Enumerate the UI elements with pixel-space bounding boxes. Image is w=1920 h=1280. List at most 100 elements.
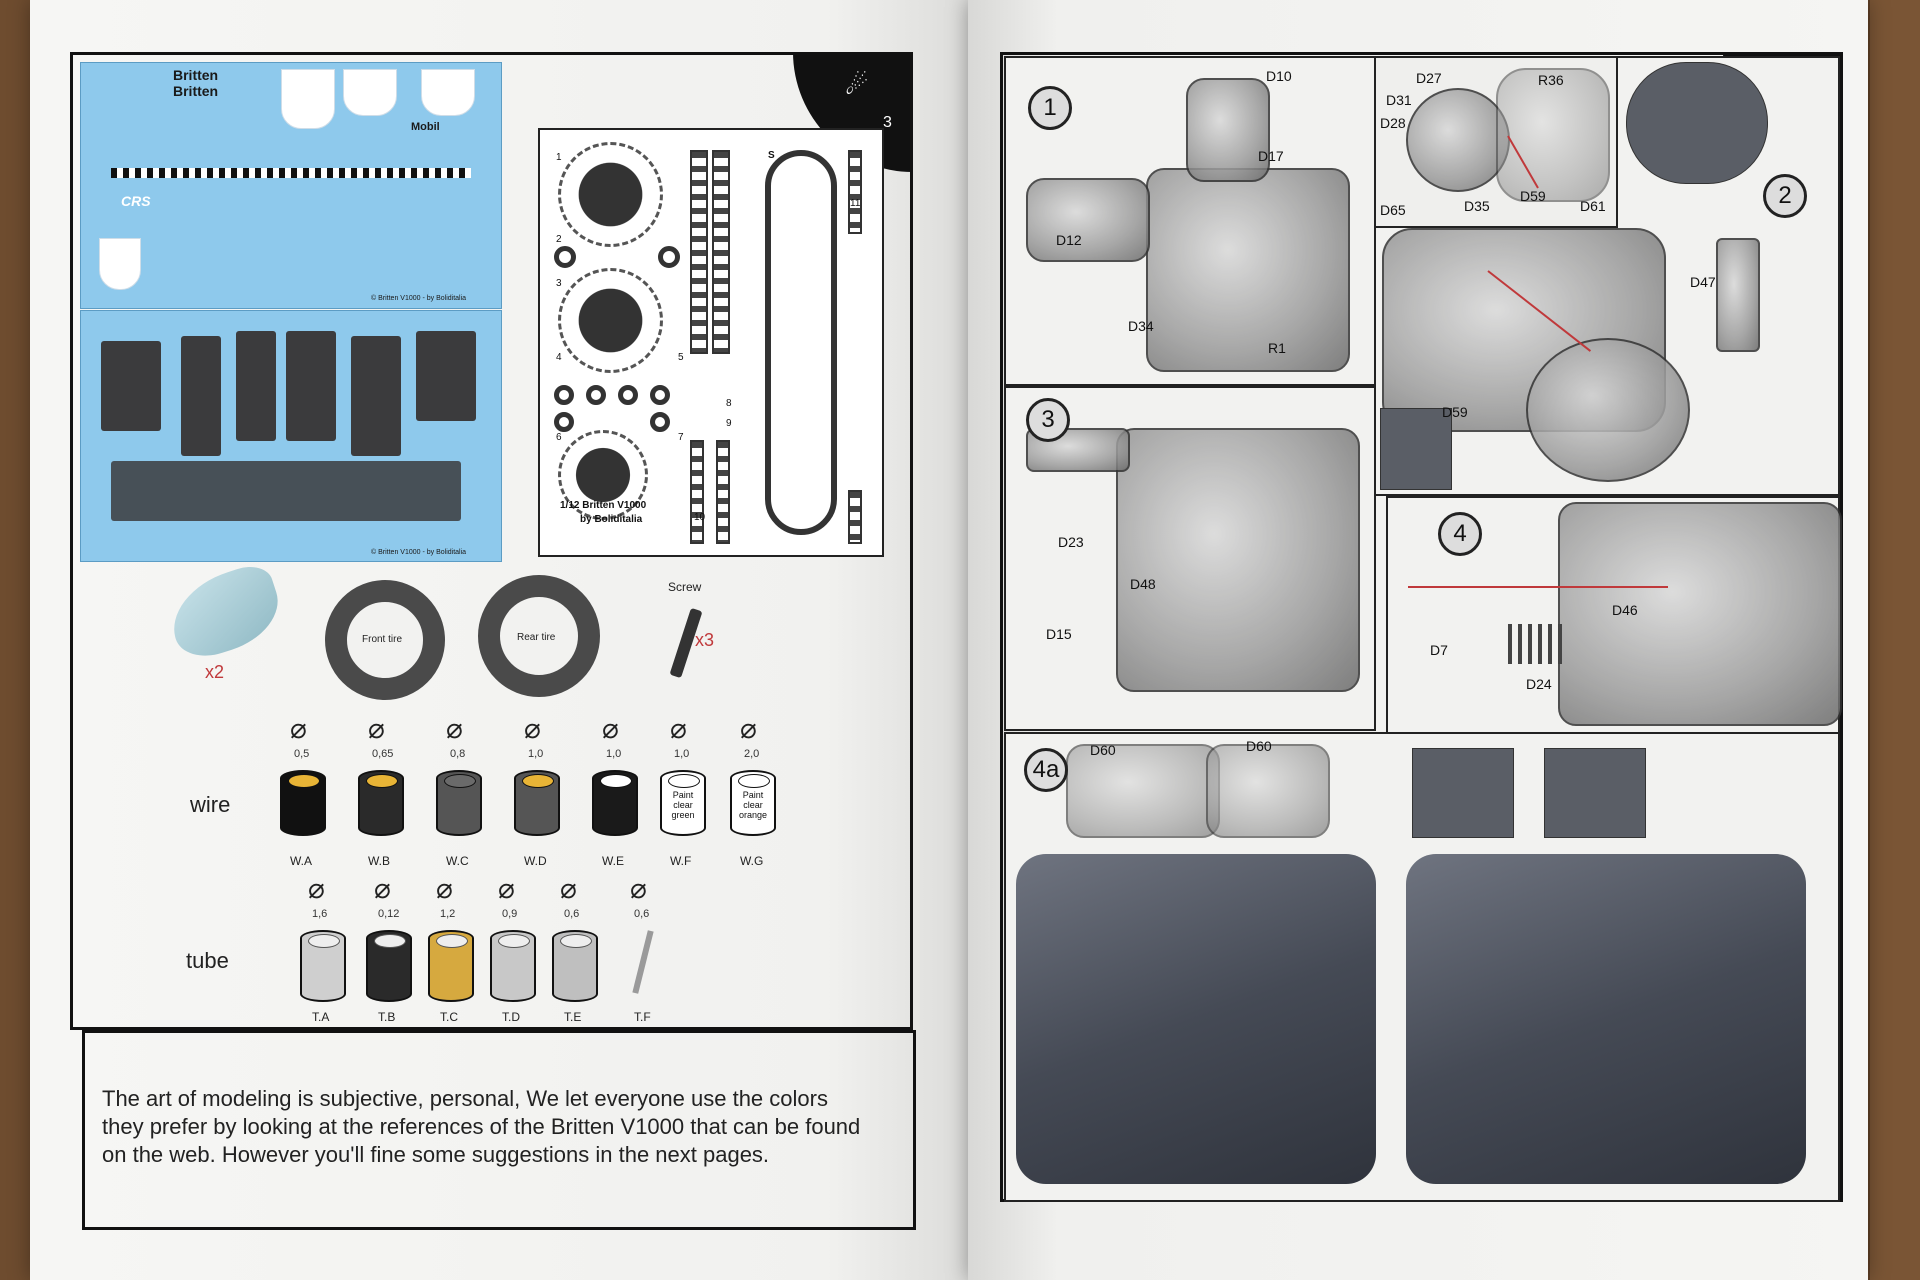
tube-end [498, 934, 530, 948]
left-page-frame [70, 52, 913, 1030]
wire-size: 0,65 [372, 748, 394, 760]
decal-windscreen [99, 238, 141, 290]
wire-size: 0,8 [450, 748, 466, 760]
assembly-guide-line [1408, 586, 1668, 588]
ring-part [618, 385, 638, 405]
wire-code: W.G [740, 854, 764, 868]
pe-caption-line1: 1/12 Britten V1000 [560, 500, 647, 511]
tube-size: 1,2 [440, 908, 456, 920]
tube-code: T.A [312, 1010, 330, 1024]
decal-footer: © Britten V1000 - by Boliditalia [371, 549, 467, 556]
chain-strip [848, 490, 862, 544]
diameter-icon: ⌀ [524, 713, 541, 744]
cover-sketch [1496, 68, 1610, 202]
decal-windscreen [421, 69, 475, 116]
carbon-decal [351, 336, 401, 456]
tube-sample [490, 930, 536, 1002]
tube-size: 0,6 [564, 908, 580, 920]
tube-size: 0,9 [502, 908, 518, 920]
note-line: The art of modeling is subjective, perso… [102, 1086, 828, 1111]
ring-part [650, 412, 670, 432]
brake-disc-part [558, 268, 663, 373]
part-label: D59 [1442, 404, 1468, 420]
step-number: 1 [1028, 86, 1072, 130]
chain-strip [712, 150, 730, 354]
pe-part-number: 2 [556, 234, 562, 245]
pe-part-number: 11 [850, 198, 861, 209]
carbon-decal [181, 336, 221, 456]
ring-part [658, 246, 680, 268]
diameter-icon: ⌀ [740, 713, 757, 744]
step-number: 3 [1026, 398, 1070, 442]
swingarm-plate [765, 150, 837, 535]
part-label: D31 [1386, 92, 1412, 108]
tube-sample [300, 930, 346, 1002]
tube-size: 1,6 [312, 908, 328, 920]
diameter-icon: ⌀ [290, 713, 307, 744]
pe-part-number: 9 [726, 418, 732, 429]
tube-size: 0,6 [634, 908, 650, 920]
decal-sheet-top: Britten Britten Mobil CRS © Britten V100… [80, 62, 502, 309]
tube-code: T.C [440, 1010, 458, 1024]
pe-part-number: 4 [556, 352, 562, 363]
diameter-icon: ⌀ [498, 873, 515, 904]
wire-end [600, 774, 632, 788]
chain-strip [716, 440, 730, 544]
tube-end [436, 934, 468, 948]
carbon-decal [101, 341, 161, 431]
detail-photo [1380, 408, 1452, 490]
pe-part-number: 8 [726, 398, 732, 409]
diameter-icon: ⌀ [308, 873, 325, 904]
page-number: 3 [883, 114, 892, 131]
diameter-icon: ⌀ [368, 713, 385, 744]
part-label: D65 [1380, 202, 1406, 218]
wire-code: W.B [368, 854, 391, 868]
wire-code: W.D [524, 854, 547, 868]
decal-windscreen [281, 69, 335, 129]
tube-sample [428, 930, 474, 1002]
tube-sample [366, 930, 412, 1002]
engine-render [1016, 854, 1376, 1184]
tube-end [560, 934, 592, 948]
windscreen-quantity: x2 [205, 662, 225, 682]
carbon-decal [416, 331, 476, 421]
decal-sheet-carbon: © Britten V1000 - by Boliditalia [80, 310, 502, 562]
diameter-icon: ⌀ [630, 873, 647, 904]
part-label: D35 [1464, 198, 1490, 214]
wire-code: W.F [670, 854, 692, 868]
wire-code: W.A [290, 854, 313, 868]
engine-sketch [1026, 178, 1150, 262]
part-label: D34 [1128, 318, 1154, 334]
part-label: D10 [1266, 68, 1292, 84]
ring-part [554, 246, 576, 268]
step-1-panel [1004, 56, 1376, 386]
engine-sketch [1558, 502, 1842, 726]
part-label: D47 [1690, 274, 1716, 290]
pe-part-number: S [768, 150, 775, 161]
engine-sketch [1116, 428, 1360, 692]
brake-disc-part [558, 430, 648, 520]
wire-sample [280, 770, 326, 836]
detail-photo [1544, 748, 1646, 838]
decal-windscreen [343, 69, 397, 116]
wire-paint-note: Paint clear green [671, 790, 695, 820]
screw-quantity: x3 [695, 630, 715, 650]
step-number: 4a [1024, 748, 1068, 792]
wire-end [288, 774, 320, 788]
wire-sample: Paint clear green [660, 770, 706, 836]
wire-code: W.E [602, 854, 625, 868]
pe-part-number: 7 [678, 432, 684, 443]
ring-part [554, 385, 574, 405]
rear-tire-label: Rear tire [517, 632, 556, 643]
note-line: they prefer by looking at the references… [102, 1114, 861, 1139]
spring-part [1508, 624, 1568, 664]
diameter-icon: ⌀ [560, 873, 577, 904]
ring-part [650, 385, 670, 405]
wire-end [668, 774, 700, 788]
detail-photo [1412, 748, 1514, 838]
part-label: D24 [1526, 676, 1552, 692]
wire-end [366, 774, 398, 788]
chain-strip [690, 440, 704, 544]
step-number: 4 [1438, 512, 1482, 556]
engine-sketch [1206, 744, 1330, 838]
